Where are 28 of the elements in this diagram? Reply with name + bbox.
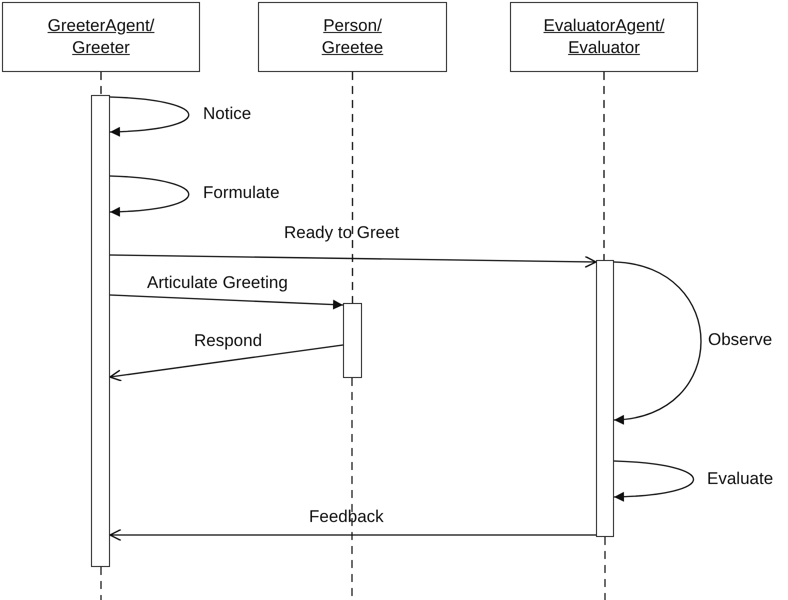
participant-name: GreeterAgent/ Greeter xyxy=(48,15,154,59)
activation-bar xyxy=(91,95,110,567)
message-label: Notice xyxy=(203,104,252,124)
message-arrow xyxy=(110,175,190,217)
message-arrow xyxy=(109,344,344,382)
message-label: Respond xyxy=(194,331,262,351)
message-label: Evaluate xyxy=(707,469,774,489)
participant-name: EvaluatorAgent/ Evaluator xyxy=(544,15,664,59)
lifeline-header-box xyxy=(510,2,698,72)
message-arrow xyxy=(614,460,694,502)
message-arrow xyxy=(110,294,344,310)
message-arrow xyxy=(110,96,190,137)
lifeline-header-box xyxy=(2,2,200,72)
message-arrow xyxy=(109,528,596,542)
message-arrow xyxy=(110,254,597,268)
activation-bar xyxy=(596,260,614,537)
message-label: Observe xyxy=(708,330,772,350)
message-label: Ready to Greet xyxy=(284,223,400,243)
participant-name: Person/ Greetee xyxy=(322,15,384,59)
message-label: Feedback xyxy=(309,507,384,527)
lifeline xyxy=(352,72,354,303)
message-label: Articulate Greeting xyxy=(147,273,288,293)
lifeline xyxy=(100,72,102,95)
activation-bar xyxy=(343,303,362,378)
lifeline xyxy=(603,72,605,260)
message-label: Formulate xyxy=(203,183,280,203)
message-arrow xyxy=(614,261,702,424)
lifeline-header-box xyxy=(258,2,447,72)
